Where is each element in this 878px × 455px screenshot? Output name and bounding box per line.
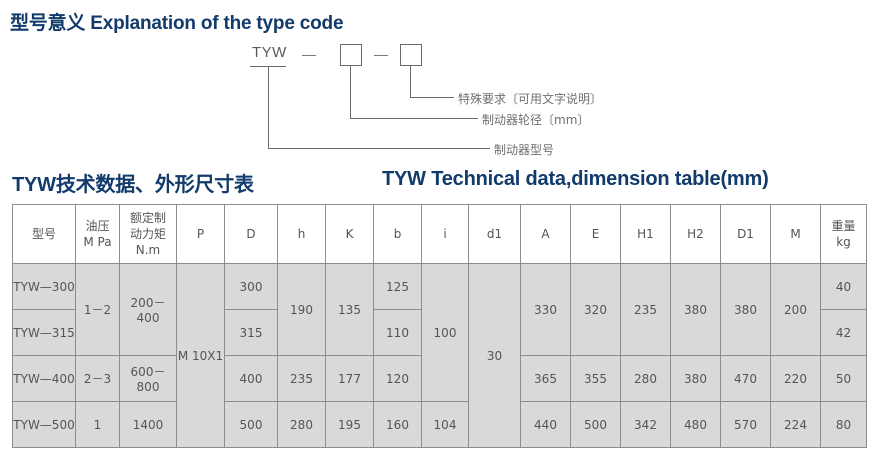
column-header-rated-torque: 额定制 动力矩 N.m <box>119 204 177 264</box>
leader-line-wheel-diameter-horizontal <box>350 118 478 119</box>
cell-rated-torque: 600－800 <box>119 355 177 402</box>
cell-model: TYW—315 <box>12 309 76 356</box>
column-header-e: E <box>570 204 621 264</box>
type-code-diagram: TYW 特殊要求〔可用文字说明〕 制动器轮径〔mm〕 制动器型号 <box>0 36 878 162</box>
column-header-rated-torque-line2: 动力矩 <box>129 226 166 241</box>
cell-h: 235 <box>277 355 326 402</box>
cell-b: 120 <box>373 355 422 402</box>
type-code-dash-1 <box>302 55 316 56</box>
cell-a: 330 <box>520 263 571 356</box>
cell-oil-pressure: 1－2 <box>75 263 120 356</box>
cell-a: 440 <box>520 401 571 448</box>
column-header-weight-line1: 重量 <box>831 218 856 233</box>
type-code-prefix-underline <box>250 66 286 67</box>
cell-h2: 380 <box>670 263 721 356</box>
cell-h1: 235 <box>620 263 671 356</box>
cell-i: 104 <box>421 401 469 448</box>
cell-k: 177 <box>325 355 374 402</box>
cell-e: 320 <box>570 263 621 356</box>
column-header-weight: 重量 kg <box>820 204 867 264</box>
cell-dd1: 570 <box>720 401 771 448</box>
column-header-b: b <box>373 204 422 264</box>
column-header-oil-pressure: 油压 M Pa <box>75 204 120 264</box>
cell-model: TYW—300 <box>12 263 76 310</box>
cell-d: 315 <box>224 309 278 356</box>
cell-weight: 42 <box>820 309 867 356</box>
cell-d1: 30 <box>468 263 521 448</box>
cell-rated-torque: 1400 <box>119 401 177 448</box>
cell-model: TYW—500 <box>12 401 76 448</box>
column-header-rated-torque-line1: 额定制 <box>129 210 166 225</box>
column-header-rated-torque-line3: N.m <box>135 243 161 258</box>
cell-dd1: 380 <box>720 263 771 356</box>
annotation-brake-model: 制动器型号 <box>494 143 555 157</box>
column-header-h1: H1 <box>620 204 671 264</box>
column-header-oil-pressure-line1: 油压 <box>85 218 110 233</box>
table-row: TYW—300 1－2 200－400 M 10X1 300 190 135 1… <box>12 263 867 448</box>
type-code-prefix: TYW <box>252 44 287 61</box>
cell-d: 300 <box>224 263 278 310</box>
page-title-type-code: 型号意义 Explanation of the type code <box>10 13 344 34</box>
column-header-h2: H2 <box>670 204 721 264</box>
cell-h1: 342 <box>620 401 671 448</box>
type-code-box-wheel-diameter <box>340 44 362 66</box>
column-header-p: P <box>176 204 225 264</box>
cell-weight: 40 <box>820 263 867 310</box>
leader-line-wheel-diameter-vertical <box>350 66 351 118</box>
cell-k: 135 <box>325 263 374 356</box>
cell-weight: 50 <box>820 355 867 402</box>
section-title-table-cn: TYW技术数据、外形尺寸表 <box>12 174 254 196</box>
leader-line-special-requirement-vertical <box>410 66 411 97</box>
cell-b: 125 <box>373 263 422 310</box>
cell-b: 110 <box>373 309 422 356</box>
cell-e: 355 <box>570 355 621 402</box>
column-header-d: D <box>224 204 278 264</box>
table-header-row: 型号 油压 M Pa 额定制 动力矩 N.m P D h K b i d1 A … <box>12 204 867 264</box>
cell-dd1: 470 <box>720 355 771 402</box>
cell-k: 195 <box>325 401 374 448</box>
cell-d: 500 <box>224 401 278 448</box>
cell-oil-pressure: 1 <box>75 401 120 448</box>
column-header-a: A <box>520 204 571 264</box>
table-row: TYW—500 1 1400 500 280 195 160 104 440 5… <box>12 401 867 448</box>
annotation-wheel-diameter: 制动器轮径〔mm〕 <box>482 113 590 127</box>
section-title-table-en: TYW Technical data,dimension table(mm) <box>382 168 769 190</box>
column-header-d1: d1 <box>468 204 521 264</box>
cell-h2: 380 <box>670 355 721 402</box>
table-row: TYW—315 315 110 42 <box>12 309 867 356</box>
cell-i: 100 <box>421 263 469 402</box>
annotation-special-requirement: 特殊要求〔可用文字说明〕 <box>458 92 603 106</box>
cell-h2: 480 <box>670 401 721 448</box>
type-code-dash-2 <box>374 55 388 56</box>
cell-m: 200 <box>770 263 821 356</box>
type-code-box-special-requirement <box>400 44 422 66</box>
cell-h: 280 <box>277 401 326 448</box>
cell-weight: 80 <box>820 401 867 448</box>
cell-d: 400 <box>224 355 278 402</box>
column-header-m: M <box>770 204 821 264</box>
cell-b: 160 <box>373 401 422 448</box>
leader-line-special-requirement-horizontal <box>410 97 454 98</box>
cell-m: 224 <box>770 401 821 448</box>
column-header-weight-line2: kg <box>836 235 851 249</box>
cell-model: TYW—400 <box>12 355 76 402</box>
cell-e: 500 <box>570 401 621 448</box>
cell-oil-pressure: 2－3 <box>75 355 120 402</box>
cell-a: 365 <box>520 355 571 402</box>
column-header-h: h <box>277 204 326 264</box>
technical-data-table: 型号 油压 M Pa 额定制 动力矩 N.m P D h K b i d1 A … <box>12 204 867 448</box>
cell-m: 220 <box>770 355 821 402</box>
cell-rated-torque: 200－400 <box>119 263 177 356</box>
leader-line-brake-model-vertical <box>268 67 269 148</box>
cell-p: M 10X1 <box>176 263 225 448</box>
column-header-k: K <box>325 204 374 264</box>
column-header-oil-pressure-line2: M Pa <box>83 235 112 249</box>
cell-h: 190 <box>277 263 326 356</box>
column-header-dd1: D1 <box>720 204 771 264</box>
column-header-i: i <box>421 204 469 264</box>
cell-h1: 280 <box>620 355 671 402</box>
column-header-model: 型号 <box>12 204 76 264</box>
leader-line-brake-model-horizontal <box>268 148 490 149</box>
table-row: TYW—400 2－3 600－800 400 235 177 120 365 … <box>12 355 867 402</box>
